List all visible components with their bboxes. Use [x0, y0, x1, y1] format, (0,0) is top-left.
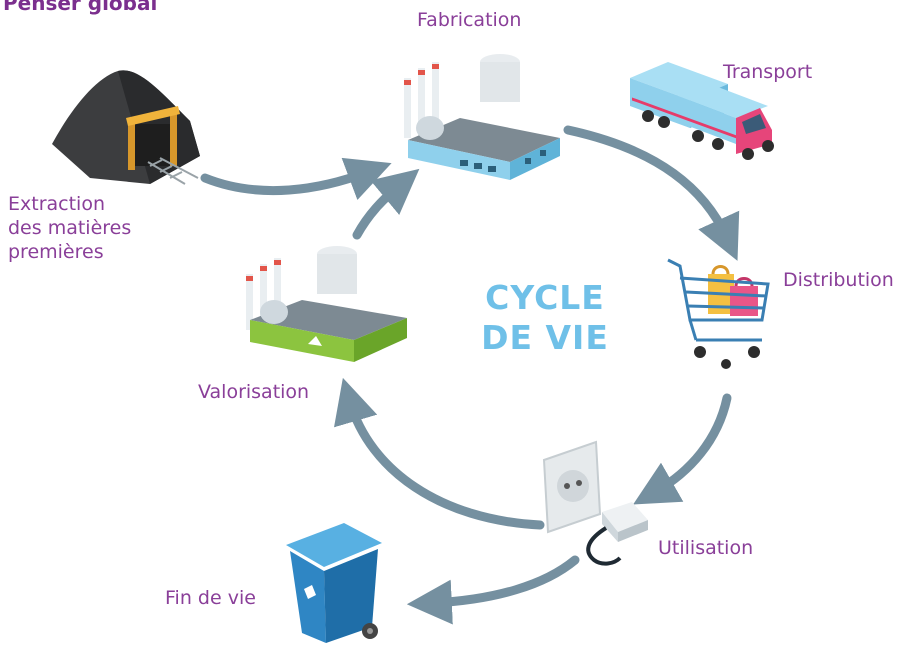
arrow-valorisation-to-fabrication — [352, 168, 420, 240]
stage-label-fabrication: Fabrication — [417, 9, 522, 31]
truck-icon — [630, 62, 774, 160]
center-line-1: CYCLE — [485, 278, 605, 317]
arrow-distribution-to-utilisation — [633, 393, 732, 505]
page-title: Penser global — [3, 0, 158, 15]
recycling-factory-icon — [246, 246, 407, 362]
stage-label-extraction-line1: Extraction — [8, 193, 105, 215]
power-outlet-icon — [542, 440, 602, 534]
stage-label-distribution: Distribution — [783, 269, 894, 291]
mine-icon — [52, 70, 200, 185]
shopping-cart-icon — [667, 258, 770, 369]
stage-label-extraction-line2: des matières — [8, 217, 132, 239]
arrow-utilisation-to-fin-de-vie — [406, 555, 580, 625]
stage-label-transport: Transport — [723, 61, 813, 83]
stage-label-utilisation: Utilisation — [658, 537, 754, 559]
plug-icon — [586, 502, 648, 566]
stage-label-extraction: Extraction des matières premières — [8, 192, 131, 264]
center-line-2: DE VIE — [481, 318, 609, 357]
stage-label-extraction-line3: premières — [8, 241, 104, 263]
arrow-fabrication-to-distribution — [563, 125, 740, 261]
stage-label-valorisation: Valorisation — [198, 381, 310, 403]
factory-icon — [404, 54, 560, 180]
stage-label-fin-de-vie: Fin de vie — [165, 587, 256, 609]
trash-bin-icon — [286, 523, 382, 643]
arrow-extraction-to-fabrication — [200, 157, 392, 201]
cycle-center-title: CYCLE DE VIE — [470, 278, 620, 358]
arrow-utilisation-to-valorisation — [334, 377, 545, 530]
